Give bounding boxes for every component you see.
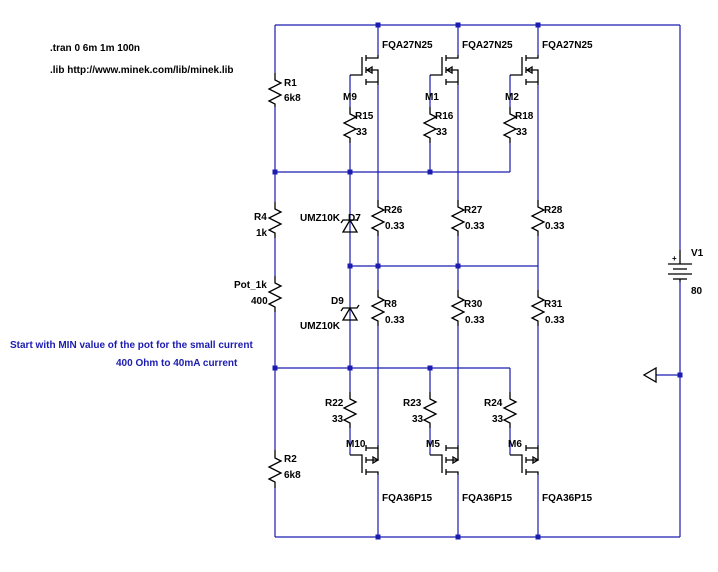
label-r8: R8 (384, 299, 397, 310)
note-line-2: 400 Ohm to 40mA current (116, 358, 238, 369)
value-r27: 0.33 (465, 221, 485, 232)
lib-directive[interactable]: .lib http://www.minek.com/lib/minek.lib (50, 65, 234, 76)
plus-sign-v1: + (672, 254, 677, 263)
value-r24: 33 (492, 414, 504, 425)
label-r22: R22 (325, 398, 344, 409)
part-d7: UMZ10K (300, 213, 341, 224)
resistor-r28[interactable] (530, 200, 546, 236)
resistor-r15[interactable] (342, 107, 358, 143)
label-r30: R30 (464, 299, 483, 310)
resistor-r2[interactable] (267, 450, 283, 488)
name-m6: M6 (508, 439, 522, 450)
name-m5: M5 (426, 439, 440, 450)
battery-v1[interactable] (668, 250, 692, 282)
resistor-r4[interactable] (267, 202, 283, 238)
zener-diode-d7[interactable] (340, 216, 360, 234)
pmos-m10[interactable] (350, 445, 380, 475)
label-r15: R15 (355, 111, 374, 122)
nmos-m2[interactable] (510, 55, 539, 85)
label-r1: R1 (284, 78, 297, 89)
wires (274, 24, 681, 538)
part-m6: FQA36P15 (542, 493, 592, 504)
name-v1: V1 (691, 248, 704, 259)
label-r23: R23 (403, 398, 422, 409)
name-m9: M9 (343, 92, 357, 103)
value-v1: 80 (691, 286, 703, 297)
junction-dots (272, 22, 683, 540)
part-m9: FQA27N25 (382, 40, 433, 51)
value-r15: 33 (356, 127, 368, 138)
part-m1: FQA27N25 (462, 40, 513, 51)
pmos-m5[interactable] (430, 445, 460, 475)
resistor-r22[interactable] (342, 392, 358, 428)
note-line-1: Start with MIN value of the pot for the … (10, 340, 253, 351)
value-r2: 6k8 (284, 470, 301, 481)
pmos-m6[interactable] (510, 445, 540, 475)
name-m2: M2 (505, 92, 519, 103)
value-r8: 0.33 (385, 315, 405, 326)
ground-icon (642, 366, 657, 384)
part-m5: FQA36P15 (462, 493, 512, 504)
resistor-r31[interactable] (530, 290, 546, 326)
resistor-r1[interactable] (267, 73, 283, 107)
resistor-r23[interactable] (422, 392, 438, 428)
name-m10: M10 (346, 439, 366, 450)
resistor-r30[interactable] (450, 290, 466, 326)
label-pot: Pot_1k (234, 280, 267, 291)
value-r4: 1k (256, 228, 268, 239)
resistor-r16[interactable] (422, 107, 438, 143)
value-r31: 0.33 (545, 315, 565, 326)
resistor-pot[interactable] (267, 276, 283, 312)
name-d9: D9 (331, 296, 344, 307)
nmos-m9[interactable] (350, 55, 379, 85)
resistor-r24[interactable] (502, 392, 518, 428)
label-r28: R28 (544, 205, 563, 216)
label-r31: R31 (544, 299, 563, 310)
value-r23: 33 (412, 414, 424, 425)
value-r16: 33 (436, 127, 448, 138)
zener-diode-d9[interactable] (340, 304, 360, 322)
tran-directive[interactable]: .tran 0 6m 1m 100n (50, 43, 140, 54)
name-d7: D7 (348, 213, 361, 224)
label-r2: R2 (284, 454, 297, 465)
value-r18: 33 (516, 127, 528, 138)
notes: Start with MIN value of the pot for the … (10, 340, 253, 369)
label-r4: R4 (254, 212, 267, 223)
label-r18: R18 (515, 111, 534, 122)
resistor-r27[interactable] (450, 200, 466, 236)
name-m1: M1 (425, 92, 439, 103)
resistor-r8[interactable] (370, 290, 386, 326)
label-r16: R16 (435, 111, 454, 122)
part-m10: FQA36P15 (382, 493, 432, 504)
part-d9: UMZ10K (300, 321, 341, 332)
value-pot: 400 (251, 296, 268, 307)
label-r27: R27 (464, 205, 483, 216)
component-labels: R1 6k8 R4 1k Pot_1k 400 R2 6k8 FQA27N25 … (234, 40, 704, 504)
directives: .tran 0 6m 1m 100n .lib http://www.minek… (50, 43, 234, 76)
value-r1: 6k8 (284, 93, 301, 104)
value-r28: 0.33 (545, 221, 565, 232)
resistor-r18[interactable] (502, 107, 518, 143)
value-r26: 0.33 (385, 221, 405, 232)
value-r22: 33 (332, 414, 344, 425)
part-m2: FQA27N25 (542, 40, 593, 51)
label-r24: R24 (484, 398, 503, 409)
label-r26: R26 (384, 205, 403, 216)
value-r30: 0.33 (465, 315, 485, 326)
nmos-m1[interactable] (430, 55, 459, 85)
resistor-r26[interactable] (370, 200, 386, 236)
